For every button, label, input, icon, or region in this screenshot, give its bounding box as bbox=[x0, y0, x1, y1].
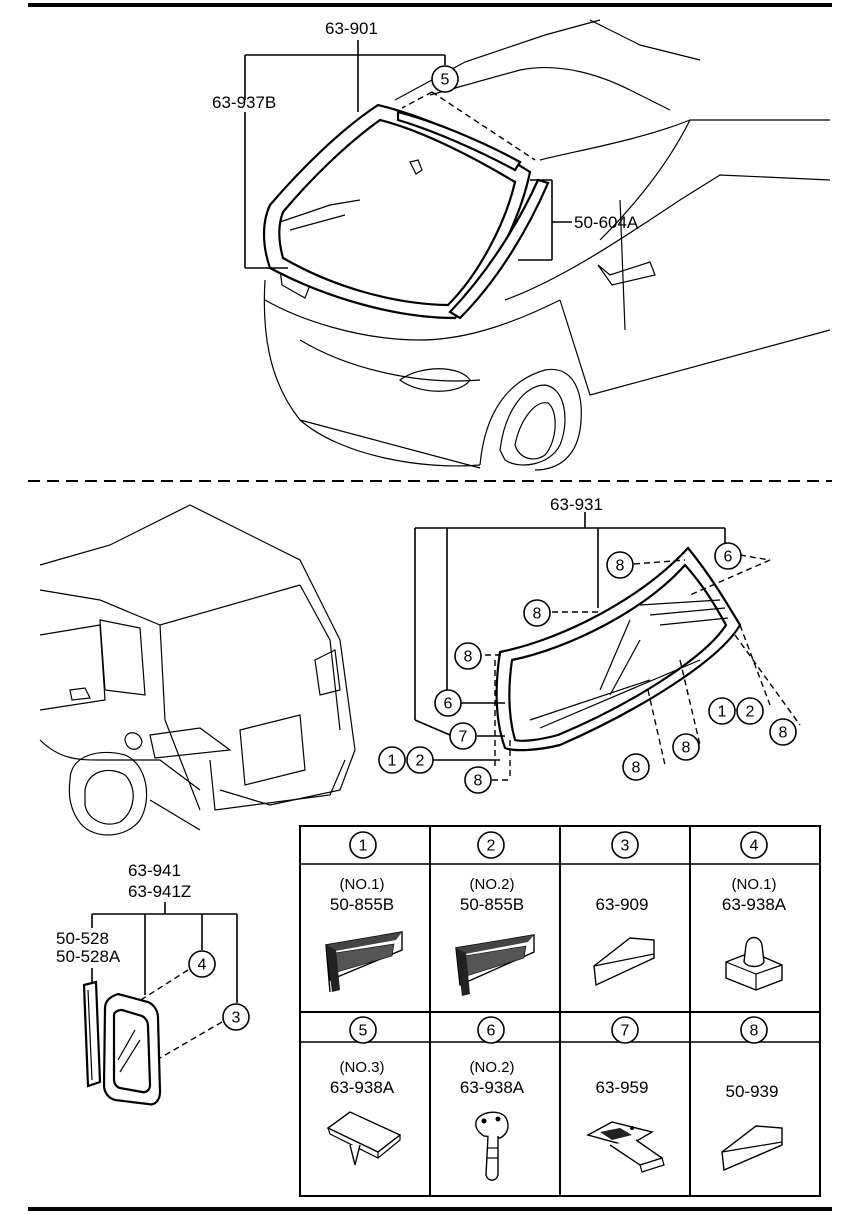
cell-part: 50-939 bbox=[726, 1082, 779, 1101]
cell-part: 50-855B bbox=[330, 895, 394, 914]
bracket-clip-icon bbox=[586, 1121, 665, 1173]
quarter-glass bbox=[102, 992, 162, 1106]
push-pin-clip-icon bbox=[475, 1111, 509, 1181]
callout-number: 8 bbox=[464, 649, 473, 666]
foam-tape-icon bbox=[455, 934, 535, 996]
cell-note: (NO.2) bbox=[470, 1059, 515, 1076]
cell-part: 63-938A bbox=[722, 895, 787, 914]
table-cell-6: 6 (NO.2) 63-938A bbox=[460, 1016, 525, 1181]
foam-tape-icon bbox=[325, 931, 403, 993]
part-seal-label: 50-528 bbox=[56, 929, 109, 948]
table-cell-1: 1 (NO.1) 50-855B bbox=[325, 831, 403, 993]
part-quarter-glass-label: 63-941 bbox=[128, 861, 181, 880]
callout-circle bbox=[431, 65, 459, 93]
cell-part: 63-938A bbox=[330, 1078, 395, 1097]
cell-ref: 2 bbox=[487, 838, 496, 855]
part-windshield-label: 63-901 bbox=[325, 19, 378, 38]
part-molding-label: 63-937B bbox=[212, 93, 276, 112]
back-glass-assembly bbox=[495, 546, 742, 752]
cell-ref: 3 bbox=[621, 838, 630, 855]
table-cell-8: 8 50-939 bbox=[721, 1016, 783, 1172]
table-cell-4: 4 (NO.1) 63-938A bbox=[722, 831, 787, 991]
front-car-illustration bbox=[263, 19, 831, 471]
part-back-glass-label: 63-931 bbox=[550, 495, 603, 514]
cell-ref: 4 bbox=[750, 838, 759, 855]
rear-car-illustration bbox=[39, 504, 356, 836]
cell-part: 50-855B bbox=[460, 895, 524, 914]
callout-number: 6 bbox=[724, 549, 733, 566]
table-cell-5: 5 (NO.3) 63-938A bbox=[326, 1016, 402, 1166]
cell-ref: 7 bbox=[621, 1023, 630, 1040]
table-cell-2: 2 (NO.2) 50-855B bbox=[455, 831, 535, 996]
rear-leaders bbox=[414, 512, 801, 781]
callout-number: 1 bbox=[388, 753, 397, 770]
quarter-leaders bbox=[91, 902, 238, 1059]
callout-number: 8 bbox=[533, 606, 542, 623]
callout-number: 1 bbox=[718, 704, 727, 721]
callout-number: 8 bbox=[632, 760, 641, 777]
callout-number: 2 bbox=[416, 753, 425, 770]
molding-clip-icon bbox=[326, 1111, 402, 1166]
callout-number: 6 bbox=[444, 696, 453, 713]
callout-number: 8 bbox=[779, 725, 788, 742]
callout-number: 8 bbox=[474, 773, 483, 790]
fastener-clip-icon bbox=[725, 936, 783, 991]
rear-callouts: 8 6 8 8 6 7 1 2 8 8 8 1 2 8 bbox=[378, 542, 797, 794]
part-seal-alt-label: 50-528A bbox=[56, 947, 121, 966]
windshield-assembly bbox=[262, 103, 550, 320]
cell-note: (NO.1) bbox=[340, 876, 385, 893]
cell-note: (NO.3) bbox=[340, 1059, 385, 1076]
callout-number: 4 bbox=[198, 957, 207, 974]
table-cell-7: 7 63-959 bbox=[586, 1016, 665, 1173]
cell-part: 63-909 bbox=[596, 895, 649, 914]
table-cell-3: 3 63-909 bbox=[593, 831, 655, 987]
part-quarter-glass-alt-label: 63-941Z bbox=[128, 882, 191, 901]
spacer-block-icon bbox=[721, 1125, 783, 1172]
part-weatherstrip-label: 50-604A bbox=[574, 213, 639, 232]
callout-number: 3 bbox=[232, 1010, 241, 1027]
callout-circle bbox=[188, 950, 216, 978]
cell-ref: 8 bbox=[750, 1023, 759, 1040]
callout-number: 8 bbox=[616, 558, 625, 575]
quarter-seal-strip bbox=[82, 980, 102, 1088]
cell-ref: 1 bbox=[359, 838, 368, 855]
spacer-block-icon bbox=[593, 937, 655, 987]
front-leaders bbox=[244, 40, 572, 269]
callout-number: 8 bbox=[682, 740, 691, 757]
cell-note: (NO.1) bbox=[732, 876, 777, 893]
cell-part: 63-938A bbox=[460, 1078, 525, 1097]
callout-number: 7 bbox=[459, 729, 468, 746]
cell-ref: 6 bbox=[487, 1023, 496, 1040]
callout-number: 2 bbox=[746, 704, 755, 721]
cell-ref: 5 bbox=[359, 1023, 368, 1040]
cell-note: (NO.2) bbox=[470, 876, 515, 893]
cell-part: 63-959 bbox=[596, 1078, 649, 1097]
callout-number: 5 bbox=[441, 72, 450, 89]
callout-circle bbox=[222, 1003, 250, 1031]
